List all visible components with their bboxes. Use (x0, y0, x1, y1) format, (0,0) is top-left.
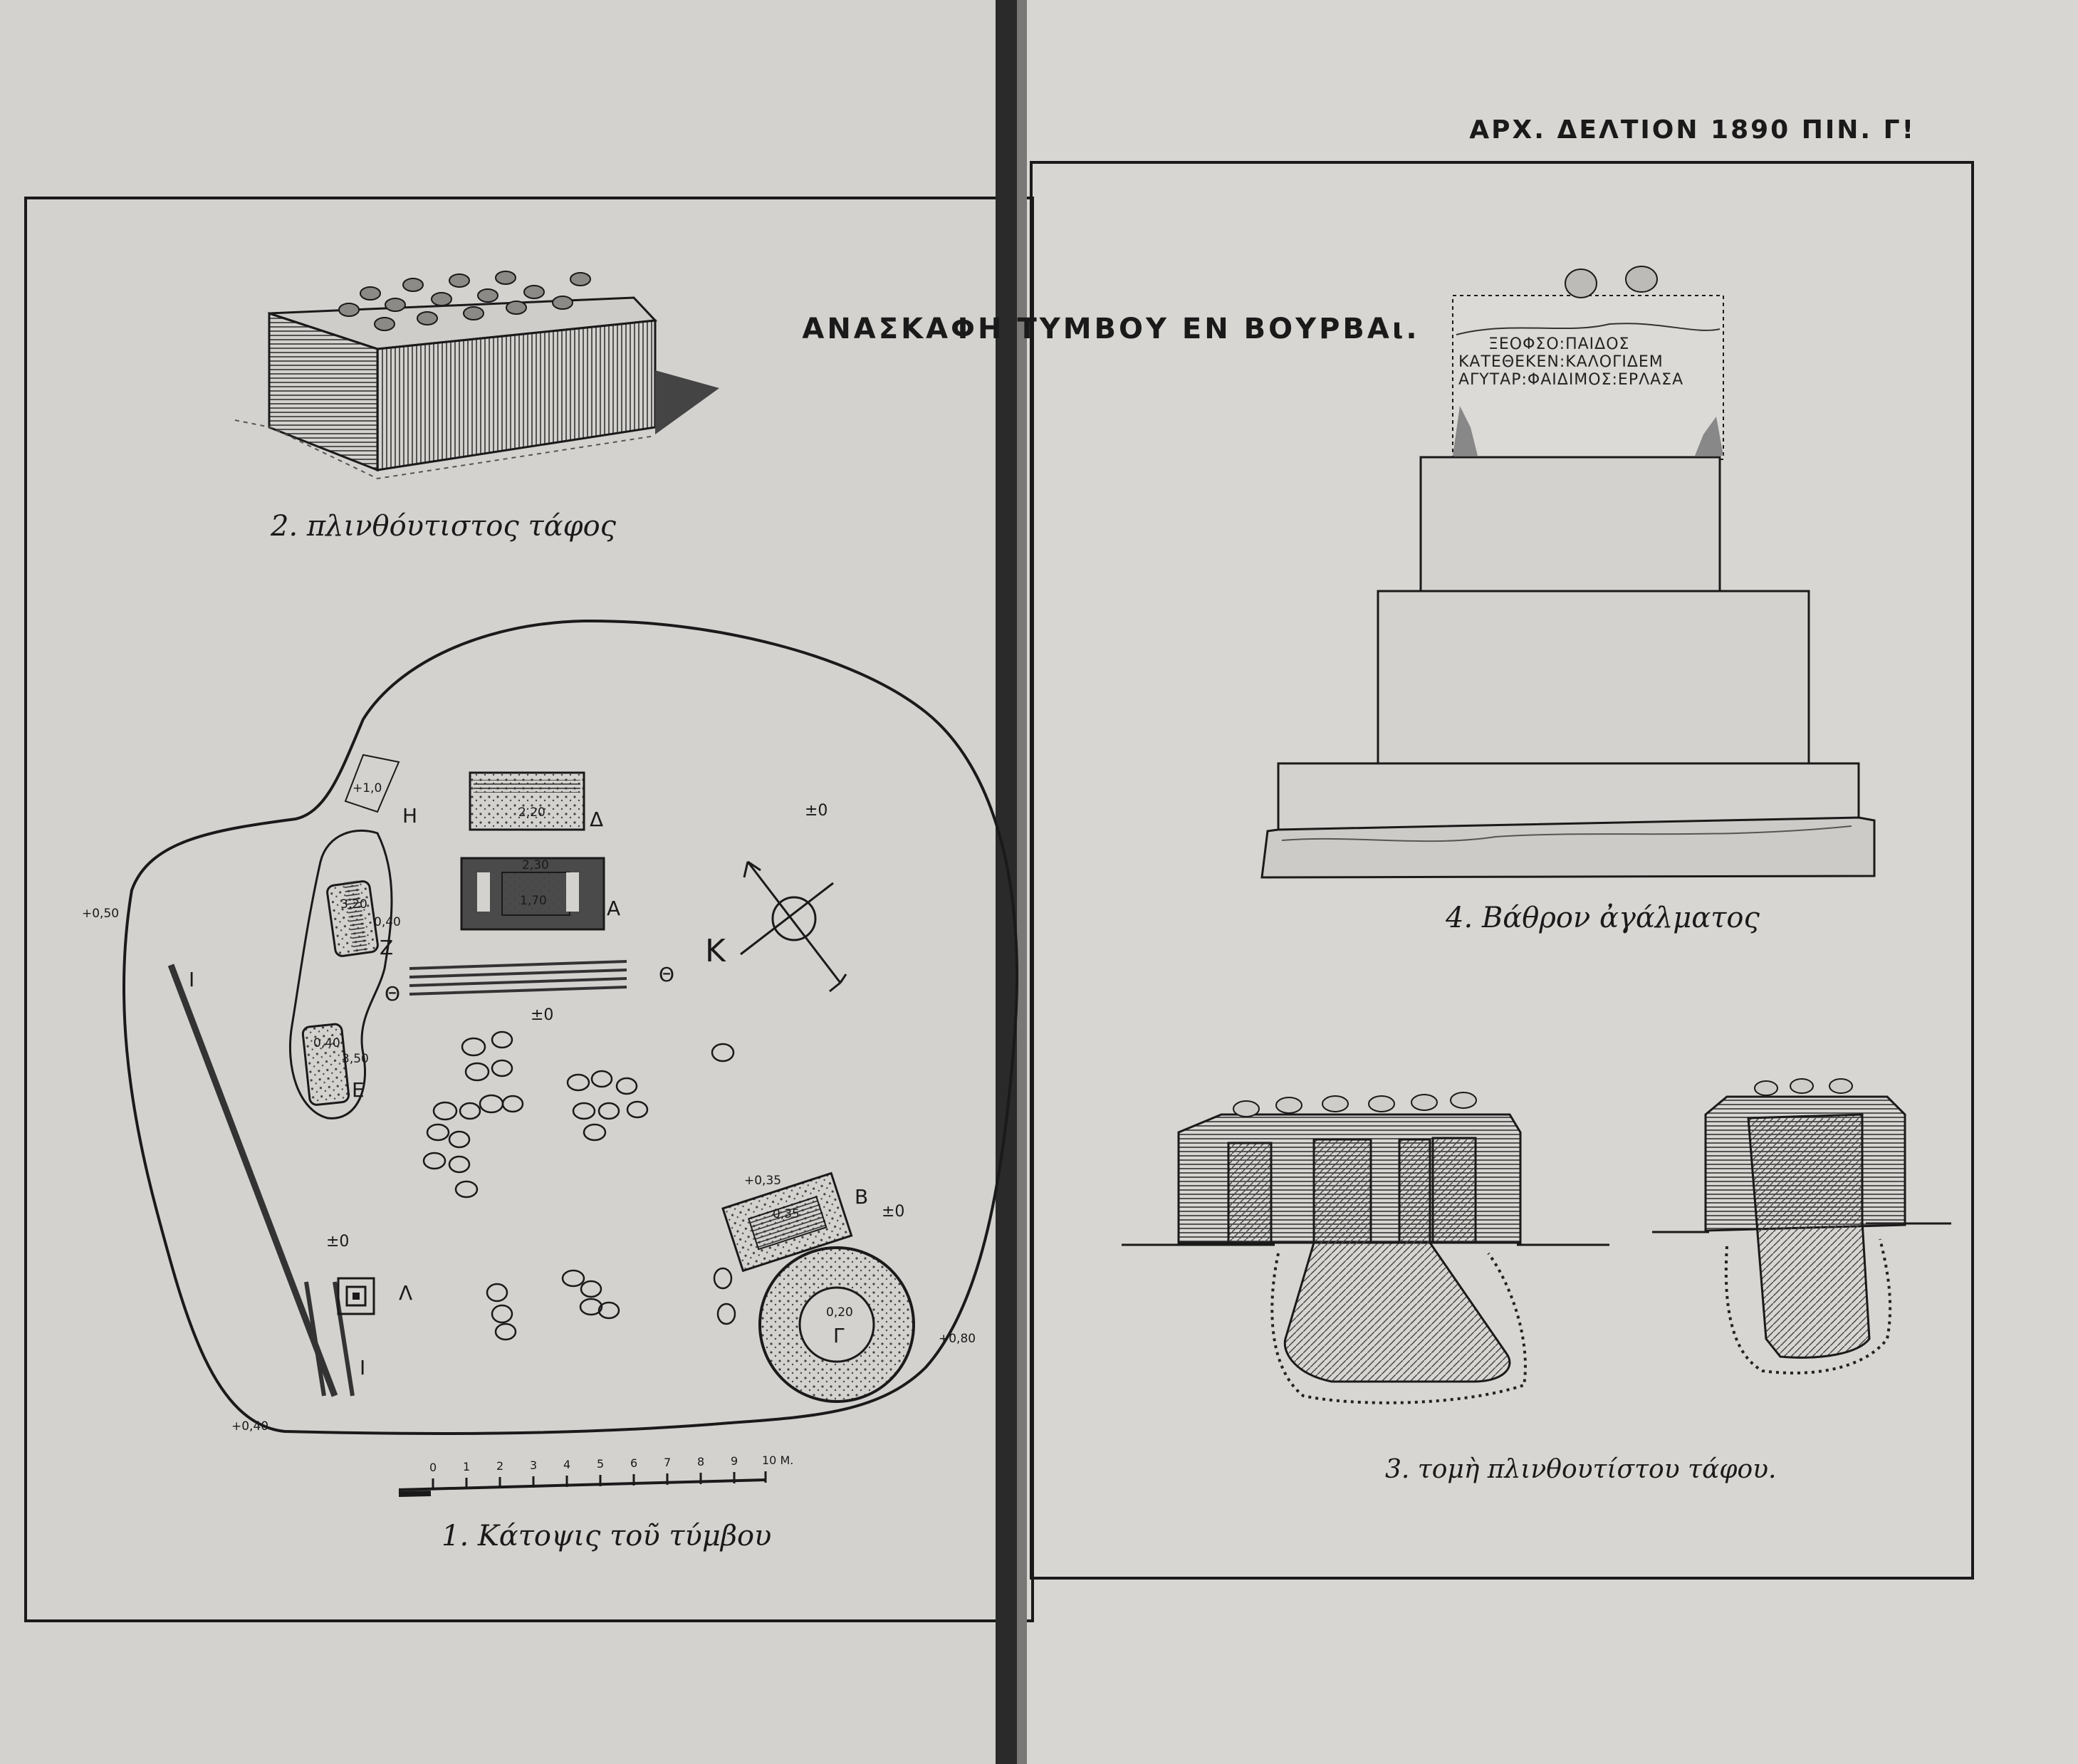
scale-tick-3: 3 (530, 1458, 537, 1472)
fig2-brick-tomb-drawing (234, 296, 719, 480)
elev-delta-2-20: 2,20 (518, 805, 545, 820)
plan-letter-theta-left: Θ (385, 982, 400, 1006)
elev-pm0-left: ±0 (326, 1233, 349, 1251)
fig3-caption: 3. τομὴ πλινθουτίστου τάφου. (1385, 1455, 1776, 1484)
plan-letter-gamma: Γ (833, 1324, 845, 1347)
journal-heading: ΑΡΧ. ΔΕΛΤΙΟΝ 1890 ΠΙΝ. Γ! (1469, 115, 1916, 145)
scale-tick-1: 1 (463, 1460, 470, 1473)
book-gutter (996, 0, 1017, 1764)
plan-letter-b: Β (855, 1185, 868, 1209)
inscription-line-3: ΑΓΥΤΑΡ:ΦΑΙΔΙΜΟΣ:ΕΡΛΑΣΑ (1458, 371, 1683, 389)
scale-end-label: 10 M. (762, 1454, 793, 1467)
tumulus-outline (122, 619, 1019, 1435)
scale-tick-5: 5 (597, 1457, 604, 1471)
inscription-line-1: ΞΕΟΦΣΟ:ΠΑΙΔΟΣ (1488, 335, 1629, 353)
elev-pm0-right: ±0 (805, 802, 827, 820)
plan-stones (422, 1030, 736, 1341)
fig2-stones (338, 271, 591, 331)
plan-letter-theta-right: Θ (659, 963, 674, 986)
scale-tick-7: 7 (664, 1456, 671, 1469)
elev-e-0-40: 0,40 (313, 1036, 340, 1050)
plan-letter-k: Κ (705, 933, 726, 969)
right-plate-frame (1030, 161, 1974, 1580)
compass-rose (740, 860, 847, 993)
elev-g-0-20: 0,20 (826, 1305, 853, 1320)
plan-letter-a: Α (607, 897, 620, 920)
plan-letter-e: Ε (352, 1078, 365, 1102)
scale-bar: 0 1 2 3 4 5 6 7 8 9 10 M. (398, 1454, 793, 1497)
tumulus-plan (122, 619, 1019, 1435)
elev-z-0-40: 0,40 (374, 915, 401, 929)
plan-letter-lambda: Λ (399, 1281, 412, 1305)
fig3-section-left (1122, 1092, 1609, 1404)
fig2-caption: 2. πλινθόυτιστος τάφος (270, 510, 617, 543)
scale-tick-0: 0 (429, 1461, 437, 1474)
plate-title: ΑΝΑΣΚΑΦΗ ΤΥΜΒΟΥ ΕΝ ΒΟΥΡΒΑι. (802, 313, 1419, 345)
scale-tick-8: 8 (697, 1455, 704, 1468)
elev-a-2-30: 2,30 (522, 858, 549, 872)
elev-plus-1-0: +1,0 (353, 781, 382, 795)
plan-letter-i-left: Ι (189, 968, 194, 991)
elev-pm0-center: ±0 (531, 1006, 553, 1024)
scale-tick-4: 4 (563, 1458, 570, 1471)
elev-a-1-70: 1,70 (520, 894, 547, 908)
plan-letter-h: Η (402, 804, 417, 828)
fig4-caption: 4. Βάθρον ἀγάλματος (1445, 902, 1760, 934)
fig1-caption: 1. Κάτοψις τοῦ τύμβου (442, 1520, 771, 1552)
fig3-section-right (1652, 1078, 1951, 1374)
scale-tick-9: 9 (731, 1454, 738, 1468)
elev-plus-0-80: +0,80 (939, 1332, 976, 1346)
scale-tick-2: 2 (496, 1459, 503, 1473)
elev-plus-0-35: +0,35 (744, 1174, 781, 1188)
plan-letter-i-bottom: Ι (360, 1356, 365, 1379)
elev-b-0-35: 0,35 (773, 1207, 800, 1221)
plan-letter-z: Ζ (380, 936, 393, 959)
inscription-line-2: ΚΑΤΕΘΕΚΕΝ:ΚΑΛΟΓΙΔΕΜ (1458, 353, 1664, 371)
fig4-statue-base-drawing (1260, 266, 1876, 879)
scale-tick-6: 6 (630, 1456, 637, 1470)
elev-plus-0-50: +0,50 (82, 907, 119, 921)
elev-z-3-20: 3,20 (340, 897, 367, 912)
elev-plus-0-40: +0,40 (231, 1419, 268, 1434)
elev-e-3-50: 3,50 (342, 1052, 369, 1066)
elev-b-pm0: ±0 (882, 1203, 904, 1221)
plan-letter-delta: Δ (590, 808, 603, 831)
